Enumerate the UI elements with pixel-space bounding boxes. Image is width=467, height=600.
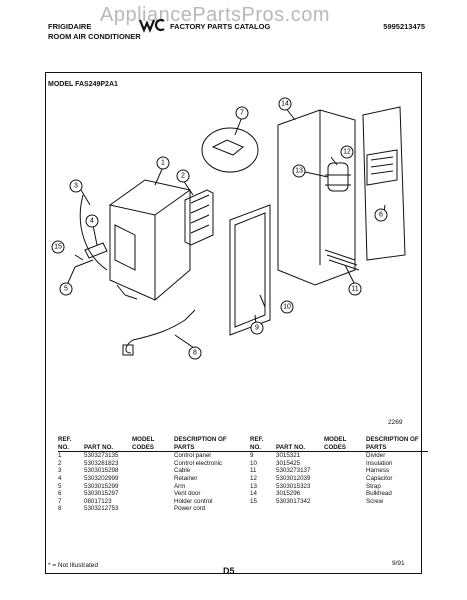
harness <box>324 249 360 271</box>
svg-text:3: 3 <box>74 183 78 190</box>
product-type: ROOM AIR CONDITIONER <box>48 32 141 41</box>
callout-4: 4 <box>85 214 99 228</box>
insulation-panel <box>229 204 271 336</box>
callout-8: 8 <box>188 346 202 360</box>
svg-text:5: 5 <box>64 286 68 293</box>
vent-door <box>362 106 406 261</box>
svg-text:6: 6 <box>379 212 383 219</box>
svg-text:2: 2 <box>181 173 185 180</box>
callout-1: 1 <box>156 156 170 170</box>
capacitor <box>327 162 349 192</box>
catalog-title: FACTORY PARTS CATALOG <box>170 22 271 31</box>
svg-text:4: 4 <box>90 218 94 225</box>
parts-table-header: REF. NO. PART NO. MODEL CODES DESCRIPTIO… <box>58 436 428 453</box>
catalog-number: 5995213475 <box>383 22 425 31</box>
svg-text:15: 15 <box>54 244 62 251</box>
callout-13: 13 <box>292 164 306 178</box>
header-part-2: PART NO. <box>276 436 324 453</box>
strap <box>325 174 351 186</box>
header-ref-2: REF. NO. <box>250 436 276 453</box>
callout-15: 15 <box>51 240 65 254</box>
bulkhead <box>277 109 356 286</box>
svg-text:8: 8 <box>193 350 197 357</box>
header-desc-2: DESCRIPTION OF PARTS <box>366 436 428 453</box>
callout-2: 2 <box>176 169 190 183</box>
electronic-control <box>184 189 214 246</box>
retainer <box>84 242 108 259</box>
callout-6: 6 <box>374 208 388 222</box>
footnote: * = Not Illustrated <box>48 562 99 569</box>
power-cord <box>132 309 196 341</box>
holder-control-detail <box>201 127 259 173</box>
callout-10: 10 <box>280 300 294 314</box>
callout-7: 7 <box>235 106 249 120</box>
header-codes-2: MODEL CODES <box>324 436 366 453</box>
brand-header: FRIGIDAIRE ROOM AIR CONDITIONER <box>48 22 141 42</box>
callout-3: 3 <box>69 179 83 193</box>
callout-labels: 1 2 3 4 5 6 7 8 9 10 11 12 13 14 15 <box>51 97 388 360</box>
svg-text:12: 12 <box>343 149 351 156</box>
wci-logo-icon <box>138 18 165 33</box>
callout-9: 9 <box>250 321 264 335</box>
svg-text:11: 11 <box>351 286 358 293</box>
callout-11: 11 <box>348 282 362 296</box>
svg-text:10: 10 <box>283 304 291 311</box>
header-part: PART NO. <box>84 436 132 453</box>
header-ref: REF. NO. <box>58 436 84 453</box>
exploded-parts-diagram: 1 2 3 4 5 6 7 8 9 10 11 12 13 14 15 <box>51 97 406 360</box>
svg-text:13: 13 <box>295 168 303 175</box>
header-desc: DESCRIPTION OF PARTS <box>174 436 236 453</box>
svg-text:7: 7 <box>240 110 244 117</box>
page-number: D5 <box>223 566 235 576</box>
cable <box>79 194 108 271</box>
brand-name: FRIGIDAIRE <box>48 22 92 31</box>
revision-date: 9/91 <box>392 560 405 567</box>
drawing-number: 2269 <box>388 419 403 426</box>
svg-text:9: 9 <box>255 325 259 332</box>
callout-5: 5 <box>59 282 73 296</box>
arm <box>74 259 94 268</box>
svg-text:14: 14 <box>281 101 289 108</box>
diagram-frame <box>45 72 422 574</box>
parts-table: REF. NO. PART NO. MODEL CODES DESCRIPTIO… <box>58 436 428 513</box>
svg-text:1: 1 <box>161 160 165 167</box>
model-number: MODEL FAS249P2A1 <box>48 81 118 88</box>
callout-12: 12 <box>340 145 354 159</box>
callout-14: 14 <box>278 97 292 111</box>
control-panel-housing <box>108 179 192 216</box>
header-codes: MODEL CODES <box>132 436 174 453</box>
